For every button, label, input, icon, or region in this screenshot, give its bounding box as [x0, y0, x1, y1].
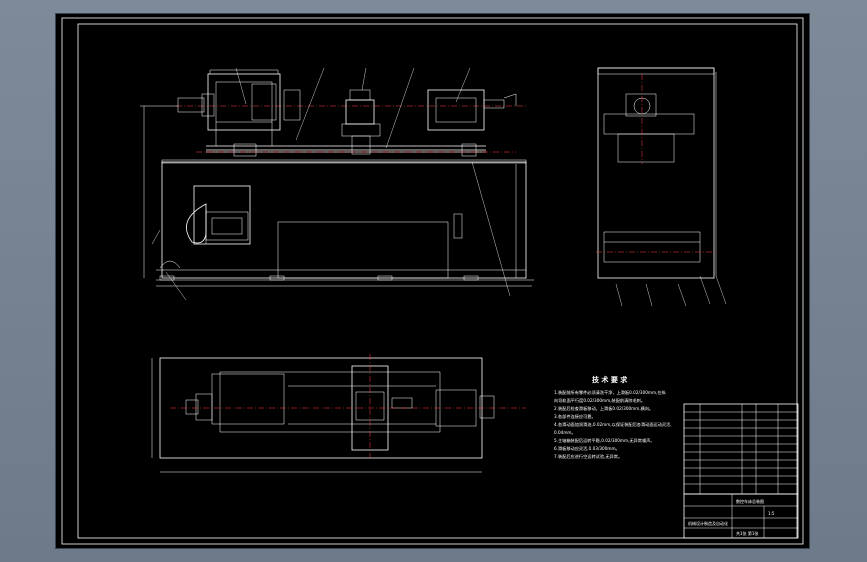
note-line: 0.04mm。: [554, 430, 576, 435]
front-view: [140, 67, 534, 301]
note-line: 1.装配前所有零件必须清洗干净，上滑板0.02/300mm,在纵: [554, 389, 667, 396]
school-name: 机械设计制造及自动化: [688, 520, 728, 526]
notes-title: 技 术 要 求: [592, 375, 628, 384]
note-line: 3.各部件连接应可靠。: [554, 413, 596, 420]
drawing-title: 数控车床总装图: [736, 498, 764, 504]
side-view: [596, 67, 727, 307]
inner-border: [77, 23, 798, 539]
title-block: 数控车床总装图 机械设计制造及自动化 1:5 共1张 第1张: [683, 493, 799, 539]
note-line: 4.各滑动面加润滑油,0.02mm,以保证装配后各滑动面运动灵活,: [554, 421, 672, 428]
parts-list: [683, 403, 799, 495]
drawing-scale: 1:5: [768, 511, 775, 516]
note-line: 向导轨面平行度0.02/300mm,装配前清除毛刺。: [554, 397, 645, 404]
sheet-number: 共1张 第1张: [736, 530, 758, 536]
outer-border: [61, 17, 804, 545]
cad-drawing: 技 术 要 求 1.装配前所有零件必须清洗干净，上滑板0.02/300mm,在纵…: [61, 17, 804, 545]
note-line: 5.主轴箱装配后运转平稳,0.02/300mm,无异常噪声。: [554, 437, 655, 444]
note-line: 2.装配后检查滑板移动，上滑板0.02/300mm,横向。: [554, 405, 653, 412]
cad-viewport[interactable]: 技 术 要 求 1.装配前所有零件必须清洗干净，上滑板0.02/300mm,在纵…: [56, 14, 809, 548]
note-line: 7.装配后应进行空运转试验,无异常。: [554, 453, 622, 460]
note-line: 6.滑板移动应灵活,0.03/300mm。: [554, 445, 620, 452]
top-view: [151, 354, 526, 473]
technical-notes: 技 术 要 求 1.装配前所有零件必须清洗干净，上滑板0.02/300mm,在纵…: [554, 375, 672, 460]
